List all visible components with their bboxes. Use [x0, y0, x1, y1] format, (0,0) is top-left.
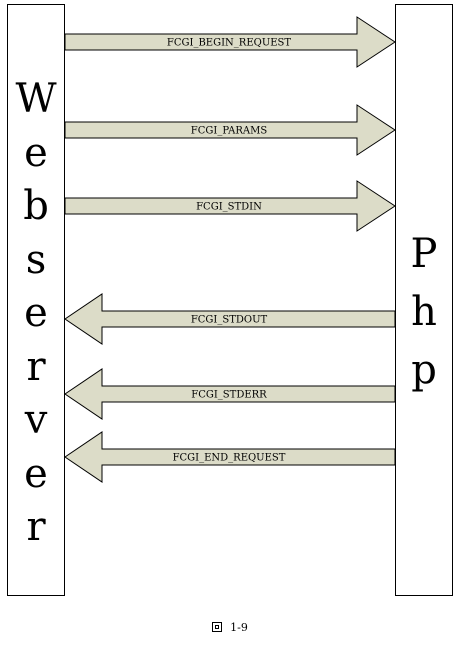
arrow-right [64, 104, 396, 156]
php-label-letter: P [410, 231, 438, 277]
webserver-label-letter: e [24, 290, 48, 336]
arrow-right [64, 180, 396, 232]
php-label-letter: h [411, 289, 437, 335]
figure-glyph-icon [212, 622, 223, 632]
figure-number: 1-9 [230, 621, 248, 634]
message-arrows: FCGI_BEGIN_REQUEST FCGI_PARAMS FCGI_STDIN F… [64, 16, 396, 483]
webserver-label-letter: b [23, 183, 49, 229]
arrow-right [64, 16, 396, 68]
arrow-left [64, 431, 396, 483]
figure-caption: 1-9 [0, 621, 460, 634]
arrow-label: FCGI_STDIN [196, 202, 262, 213]
webserver-label-letter: s [25, 236, 47, 283]
php-label-letter: p [411, 347, 437, 393]
arrow-label: FCGI_END_REQUEST [173, 453, 286, 464]
webserver-label-letter: r [26, 504, 46, 550]
webserver-label-letter: e [24, 129, 48, 176]
webserver-label-letter: W [15, 76, 57, 122]
webserver-label-letter: e [24, 450, 48, 497]
webserver-label-letter: r [26, 343, 46, 390]
arrow-label: FCGI_STDERR [191, 390, 267, 401]
arrow-label: FCGI_PARAMS [191, 126, 268, 137]
webserver-label-letter: v [24, 397, 48, 443]
arrow-label: FCGI_BEGIN_REQUEST [167, 38, 291, 49]
arrow-left [64, 368, 396, 420]
arrow-label: FCGI_STDOUT [191, 315, 268, 326]
arrow-left [64, 293, 396, 345]
